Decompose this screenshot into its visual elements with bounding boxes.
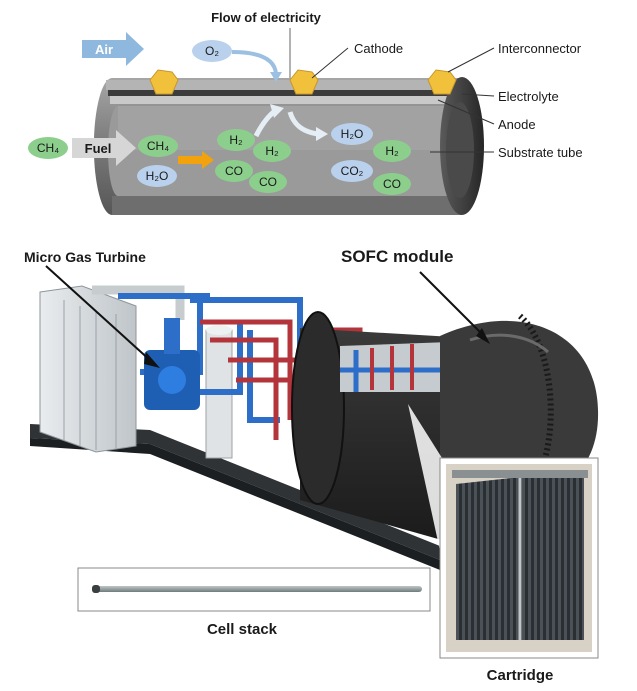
- micro-gas-turbine-label: Micro Gas Turbine: [24, 249, 146, 265]
- h2-bubble-b: [253, 140, 291, 162]
- out-arrowhead: [316, 127, 328, 141]
- system-illustration: Micro Gas Turbine SOFC module Cell stack…: [24, 247, 599, 684]
- sofc-red-lines: [370, 344, 414, 390]
- fuel-arrow: [72, 130, 136, 166]
- exhaust-pipe: [92, 285, 185, 320]
- co-text-c: CO: [383, 177, 401, 191]
- co-bubble-a: [215, 160, 253, 182]
- interconnector-2: [289, 69, 319, 95]
- tube-section: Flow of electricity Air O₂ CH₄ Fuel CH₄ …: [28, 10, 583, 215]
- cartridge-label: Cartridge: [487, 667, 554, 684]
- sofc-front-flange: [291, 311, 345, 505]
- cell-stack-rod-tip: [92, 585, 100, 593]
- zoom-wedge: [408, 404, 442, 560]
- interconnector-leader: [447, 47, 495, 73]
- h2-text-b: H₂: [265, 144, 279, 158]
- turbine-leader: [45, 265, 153, 363]
- o2-arrow: [231, 50, 278, 75]
- interconnector-1: [149, 69, 179, 95]
- o2-bubble: [192, 40, 232, 62]
- cell-stack-rod: [92, 586, 422, 592]
- ch4-inlet-text: CH₄: [37, 141, 59, 155]
- h2-bubble-a: [217, 129, 255, 151]
- o2-arrowhead: [270, 72, 282, 82]
- electrolyte-label: Electrolyte: [498, 89, 559, 104]
- anode-label: Anode: [498, 117, 536, 132]
- substrate-shade: [118, 106, 462, 150]
- interconnector-3: [427, 69, 457, 95]
- h2o-out-bubble: [331, 123, 373, 145]
- cartridge-top-bar: [452, 470, 588, 478]
- sofc-internal-rack: [340, 342, 450, 392]
- ch4-inlet-bubble: [28, 137, 68, 159]
- sofc-rack-pipes: [340, 350, 450, 392]
- ch4-text: CH₄: [147, 139, 169, 153]
- anode-leader: [437, 99, 495, 125]
- electrolyte-layer: [108, 90, 462, 96]
- h2-text-c: H₂: [385, 144, 399, 158]
- turbine-leader-head: [144, 352, 160, 368]
- cathode-layer: [106, 80, 462, 90]
- tube-end-inner: [446, 102, 474, 198]
- co2-text: CO₂: [341, 164, 364, 178]
- co-text-b: CO: [259, 175, 277, 189]
- white-column-top: [206, 325, 232, 335]
- interconnector-label: Interconnector: [498, 41, 582, 56]
- h2o-in-bubble: [137, 165, 177, 187]
- co2-bubble: [331, 160, 373, 182]
- sofc-leader-head: [476, 328, 490, 344]
- up-arrowhead: [270, 104, 284, 118]
- turbine-body: [144, 318, 200, 410]
- sofc-leader: [419, 271, 487, 339]
- reform-arrow: [178, 151, 214, 169]
- cabinet: [39, 285, 137, 453]
- h2o-in-text: H₂O: [146, 169, 169, 183]
- cathode-label: Cathode: [354, 41, 403, 56]
- out-arrow: [287, 111, 319, 137]
- electrolyte-leader: [461, 93, 495, 97]
- cell-stack-label: Cell stack: [207, 621, 278, 638]
- h2o-out-text: H₂O: [341, 127, 364, 141]
- sofc-module-label: SOFC module: [341, 247, 453, 266]
- o2-text: O₂: [205, 44, 219, 58]
- flow-label: Flow of electricity: [211, 10, 322, 25]
- ch4-bubble: [138, 135, 178, 157]
- co-text-a: CO: [225, 164, 243, 178]
- co-bubble-b: [249, 171, 287, 193]
- fuel-label: Fuel: [85, 141, 112, 156]
- tube-bottom-band: [112, 196, 462, 215]
- co-bubble-c: [373, 173, 411, 195]
- substrate-label: Substrate tube: [498, 145, 583, 160]
- h2-text-a: H₂: [229, 133, 243, 147]
- air-label: Air: [95, 42, 113, 57]
- cathode-leader: [311, 47, 349, 79]
- h2-bubble-c: [373, 140, 411, 162]
- air-arrow: [82, 32, 144, 66]
- anode-layer: [110, 96, 462, 104]
